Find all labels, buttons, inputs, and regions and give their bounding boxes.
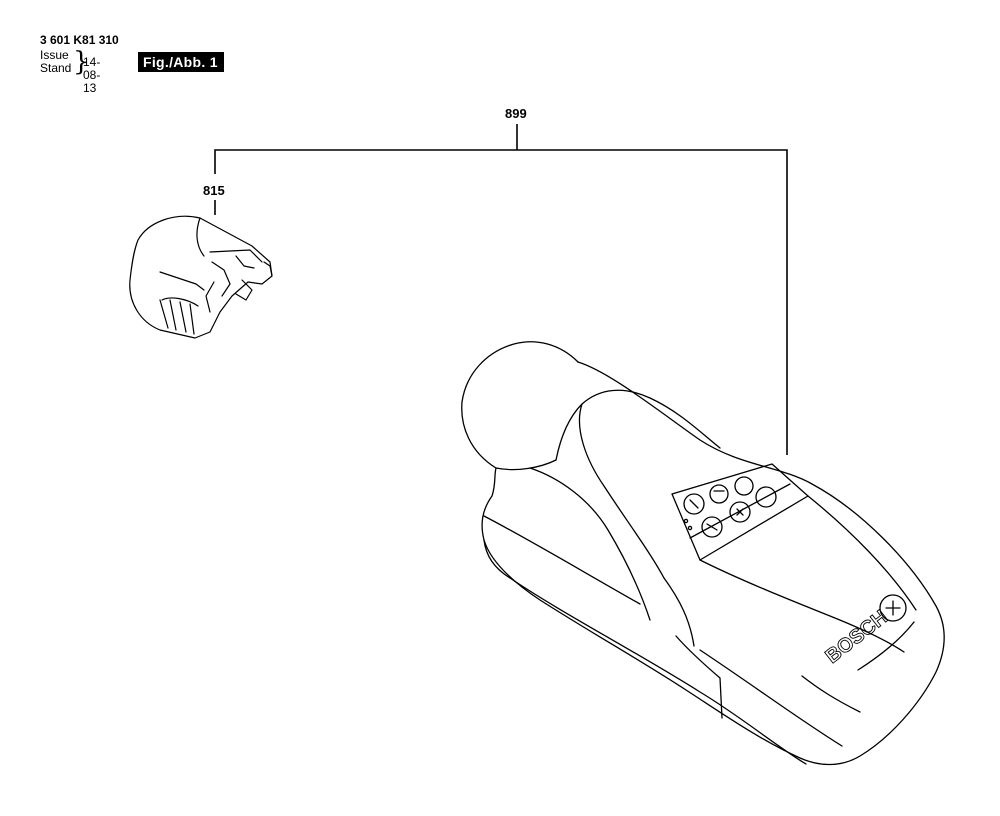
callout-899: 899 — [505, 106, 527, 121]
wall-scanner-body — [461, 341, 945, 766]
stand-label: Stand — [40, 61, 72, 75]
brace-glyph: } — [73, 47, 90, 77]
document-part-number: 3 601 K81 310 — [40, 33, 119, 47]
battery-adapter-part — [129, 215, 273, 339]
issue-label: Issue — [40, 48, 69, 62]
issue-date: 14-08-13 — [83, 55, 101, 95]
brand-logo-text: BOSCH — [822, 606, 892, 668]
callout-leader-lines — [214, 124, 788, 455]
callout-815: 815 — [203, 183, 225, 198]
figure-label: Fig./Abb. 1 — [138, 52, 224, 72]
